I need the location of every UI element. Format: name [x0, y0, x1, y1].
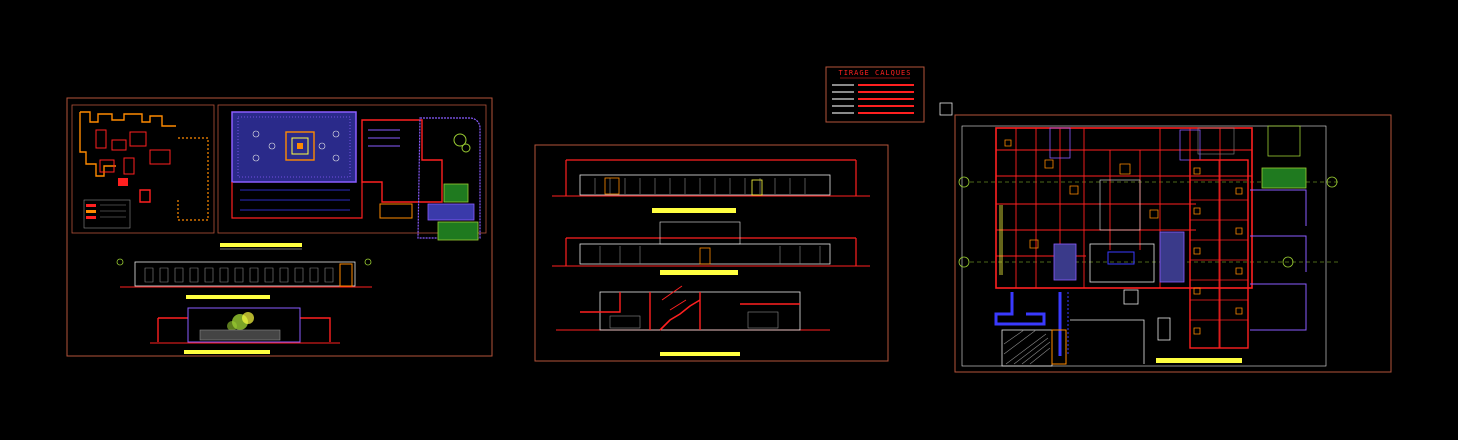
building-section: [556, 285, 830, 356]
drawing-legend: TIRAGE CALQUES: [825, 66, 925, 123]
site-plan-title-bar: [220, 243, 302, 247]
legend-title: TIRAGE CALQUES: [838, 69, 911, 77]
sheet-1-site-plan-and-sections: [66, 97, 493, 357]
right-wing-rooms: [1189, 125, 1307, 349]
elevation-1: [552, 159, 870, 213]
sheet-1-section: [150, 307, 340, 354]
sheet-3-frame: [954, 114, 1392, 373]
ramp-and-stairs: [994, 289, 1171, 367]
location-plan: [71, 104, 215, 234]
sheet-2-frame: [534, 144, 889, 362]
sheet-3-ground-floor-plan: [954, 114, 1392, 373]
sheet-2-elevations-and-section: [534, 144, 889, 362]
floor-plan-title-bar: [1156, 358, 1242, 363]
sheet-1-frame: [66, 97, 493, 357]
sheet-1-elevation: [116, 258, 372, 299]
site-plan: [217, 104, 487, 250]
floor-plan-walls: [995, 127, 1253, 348]
reference-marker-square: [939, 102, 953, 116]
elevation-2: [552, 221, 870, 275]
